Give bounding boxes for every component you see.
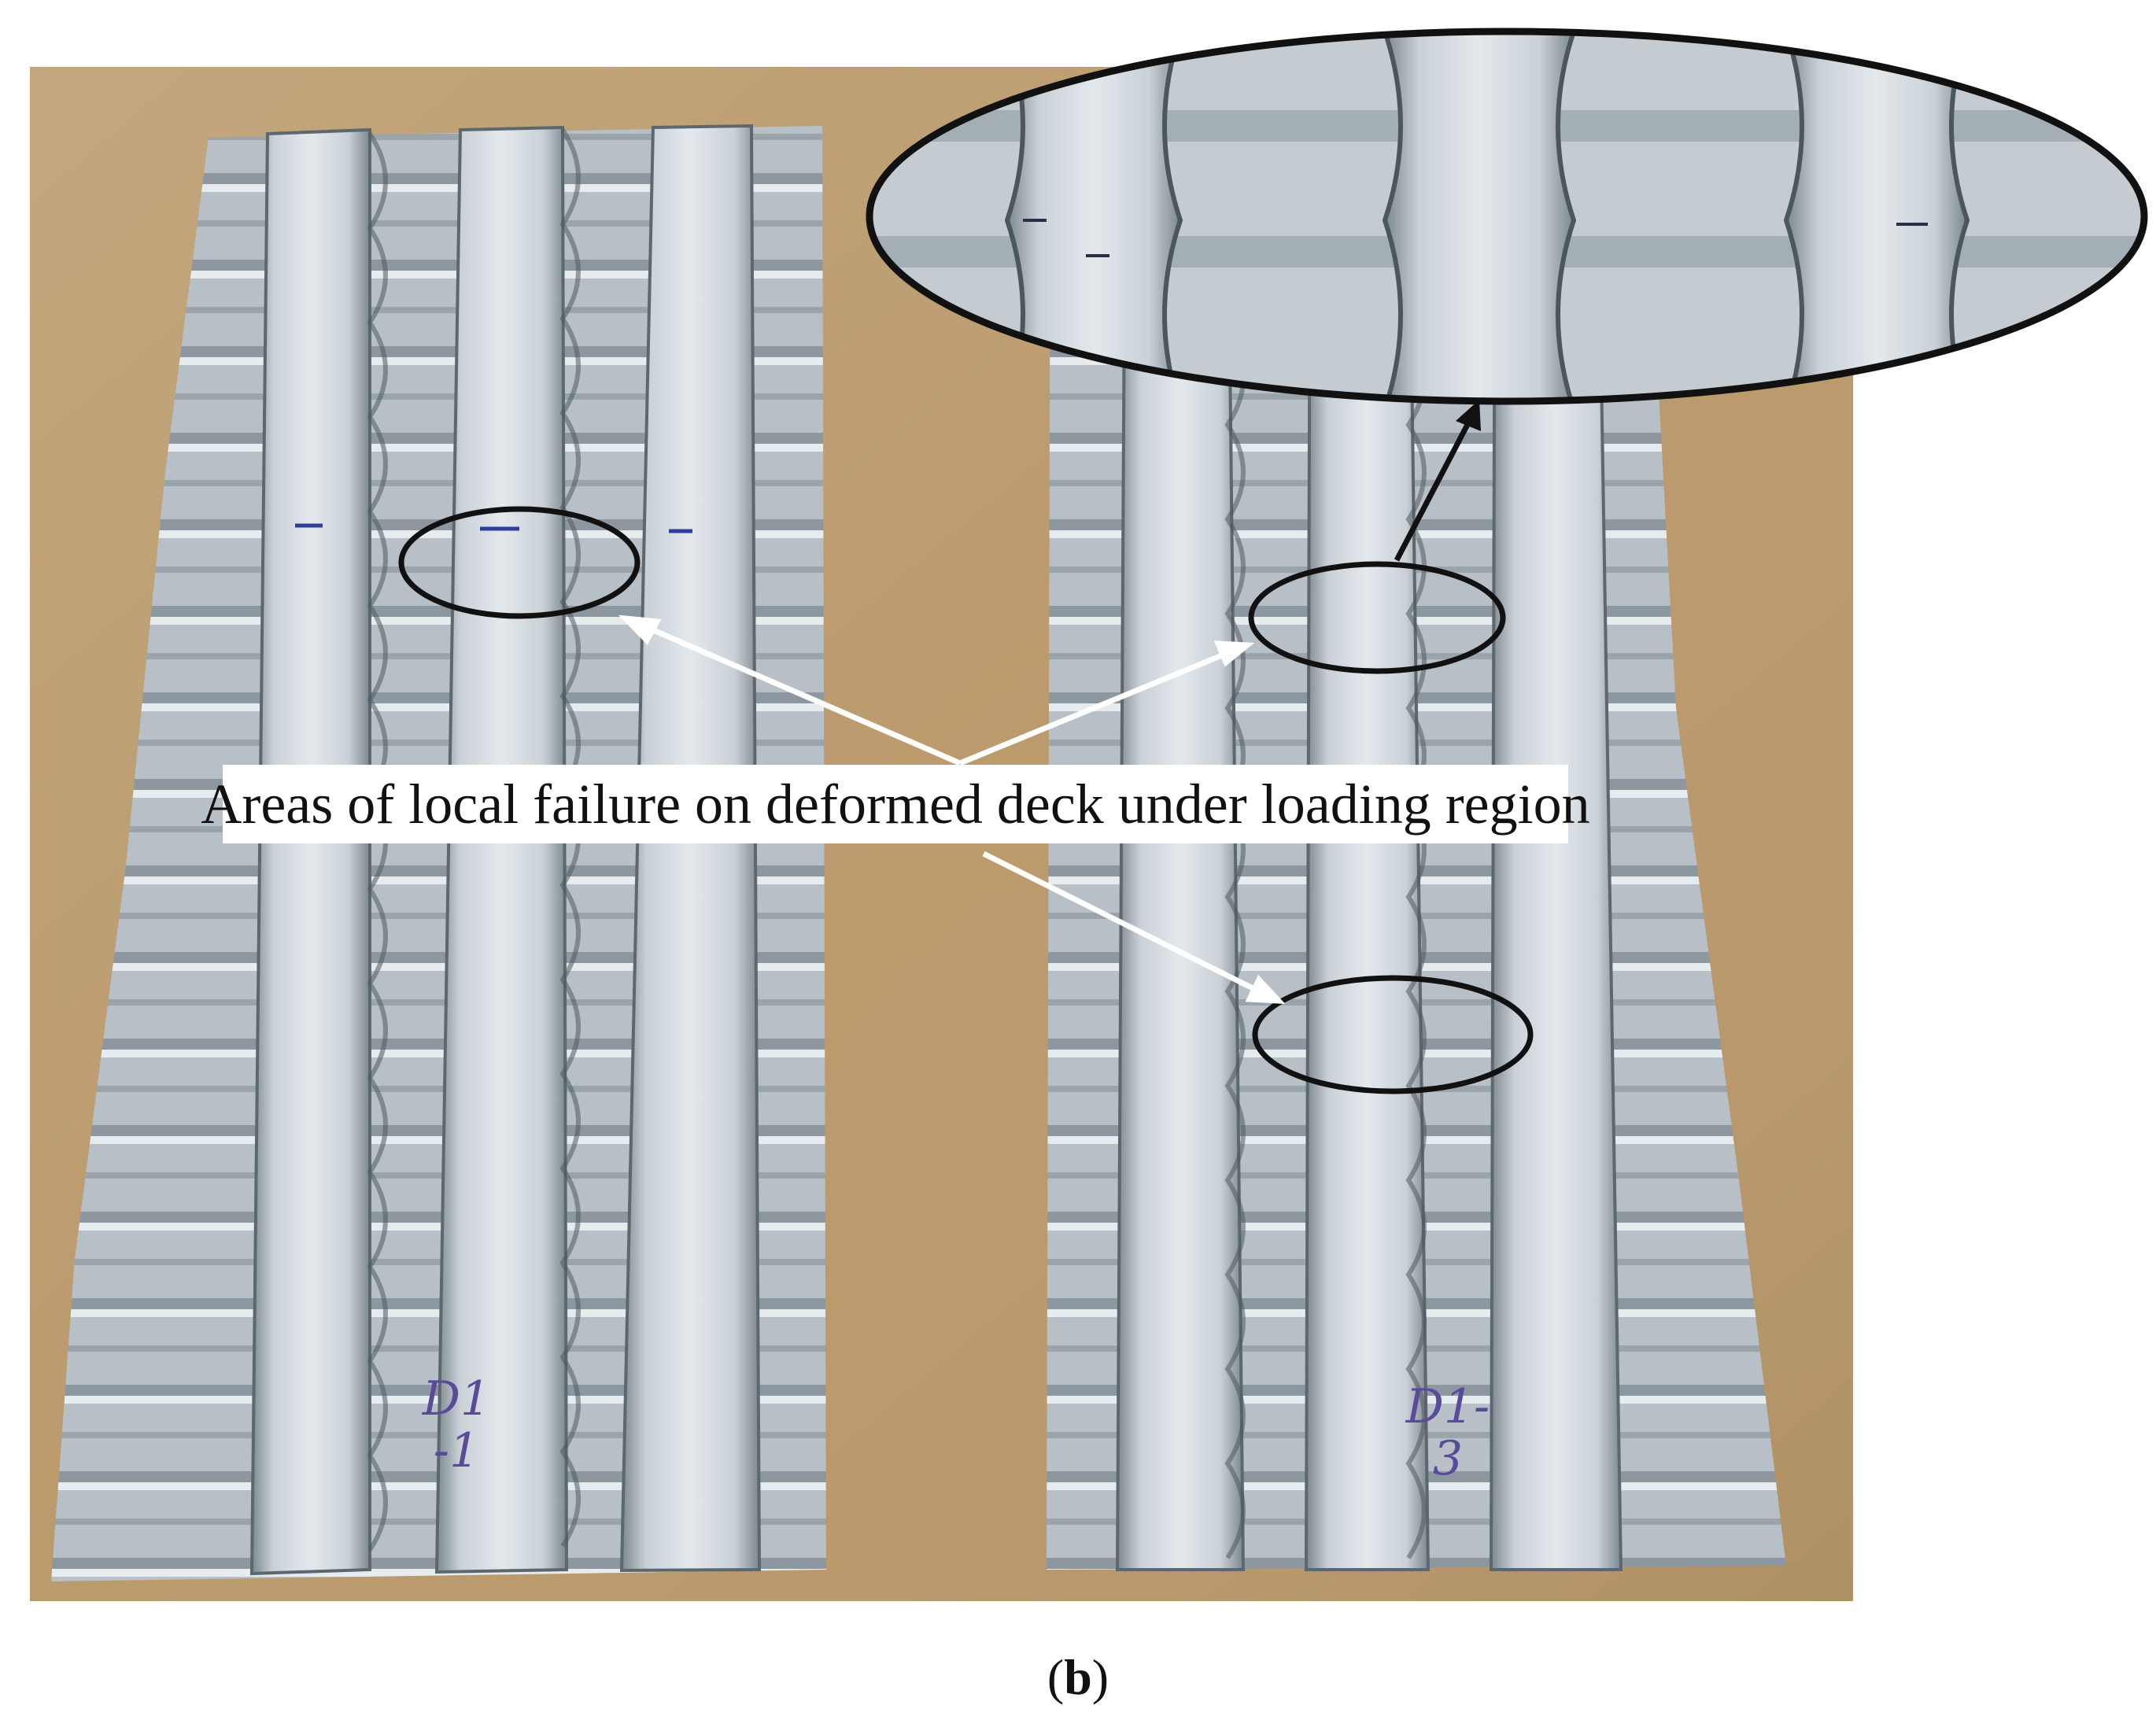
subfigure-caption: (b) (1047, 1649, 1109, 1705)
marker-ticks (295, 523, 692, 533)
left-deck-specimen (51, 124, 826, 1581)
zoom-arrow (1394, 400, 1481, 562)
specimen-label-left: D1 -1 (422, 1371, 491, 1478)
failure-ellipse-right-lower (1252, 975, 1534, 1094)
magnified-inset (866, 28, 2148, 405)
magnified-inset-border (866, 28, 2148, 405)
failure-ellipse-right-upper (1248, 561, 1506, 674)
failure-ellipse-left (398, 506, 641, 619)
failure-callout-label: Areas of local failure on deformed deck … (201, 765, 1590, 843)
right-deck-specimen (1047, 130, 1786, 1571)
specimen-label-right: D1- 3 (1405, 1379, 1490, 1486)
callout-arrows (618, 614, 1286, 1004)
